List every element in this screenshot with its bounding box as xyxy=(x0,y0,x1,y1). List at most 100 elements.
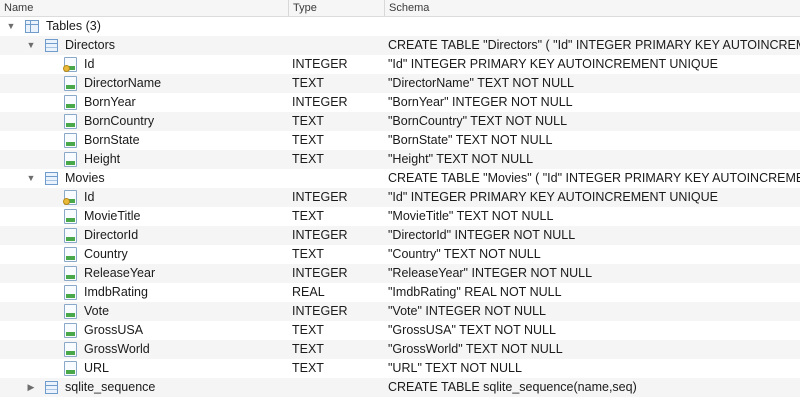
schema-tree: ▼ Tables (3) ▼ Directors CREATE TABLE "Direc… xyxy=(0,17,800,397)
field-icon xyxy=(64,114,77,129)
field-row-movietitle[interactable]: MovieTitle TEXT "MovieTitle" TEXT NOT NULL xyxy=(0,207,800,226)
field-row-grossworld[interactable]: GrossWorld TEXT "GrossWorld" TEXT NOT NULL xyxy=(0,340,800,359)
table-name: sqlite_sequence xyxy=(65,380,156,394)
type-cell: INTEGER xyxy=(292,95,348,109)
schema-cell: CREATE TABLE "Movies" ( "Id" INTEGER PRI… xyxy=(388,171,800,185)
column-header-type[interactable]: Type xyxy=(288,0,384,16)
schema-cell: "Id" INTEGER PRIMARY KEY AUTOINCREMENT U… xyxy=(388,190,719,204)
key-field-icon xyxy=(63,57,77,72)
type-cell: INTEGER xyxy=(292,228,348,242)
table-icon xyxy=(45,39,58,52)
field-row-url[interactable]: URL TEXT "URL" TEXT NOT NULL xyxy=(0,359,800,378)
schema-cell: "ReleaseYear" INTEGER NOT NULL xyxy=(388,266,593,280)
field-icon xyxy=(64,247,77,262)
type-cell: TEXT xyxy=(292,152,324,166)
type-cell: TEXT xyxy=(292,361,324,375)
field-row-id[interactable]: Id INTEGER "Id" INTEGER PRIMARY KEY AUTOIN… xyxy=(0,188,800,207)
field-name: Id xyxy=(84,190,95,204)
field-name: Height xyxy=(84,152,121,166)
field-name: DirectorName xyxy=(84,76,162,90)
field-name: BornState xyxy=(84,133,140,147)
field-name: Vote xyxy=(84,304,110,318)
field-icon xyxy=(64,361,77,376)
type-cell: TEXT xyxy=(292,76,324,90)
tables-icon xyxy=(25,20,39,33)
field-name: ImdbRating xyxy=(84,285,148,299)
schema-cell: "BornCountry" TEXT NOT NULL xyxy=(388,114,568,128)
field-name: GrossUSA xyxy=(84,323,144,337)
schema-cell: CREATE TABLE sqlite_sequence(name,seq) xyxy=(388,380,637,394)
field-row-height[interactable]: Height TEXT "Height" TEXT NOT NULL xyxy=(0,150,800,169)
schema-cell: "GrossUSA" TEXT NOT NULL xyxy=(388,323,556,337)
field-name: BornCountry xyxy=(84,114,155,128)
table-icon xyxy=(45,381,58,394)
field-row-releaseyear[interactable]: ReleaseYear INTEGER "ReleaseYear" INTEGER … xyxy=(0,264,800,283)
field-row-vote[interactable]: Vote INTEGER "Vote" INTEGER NOT NULL xyxy=(0,302,800,321)
schema-cell: "DirectorId" INTEGER NOT NULL xyxy=(388,228,576,242)
schema-cell: "MovieTitle" TEXT NOT NULL xyxy=(388,209,554,223)
type-cell: TEXT xyxy=(292,342,324,356)
field-name: ReleaseYear xyxy=(84,266,156,280)
schema-cell: "BornYear" INTEGER NOT NULL xyxy=(388,95,573,109)
type-cell: TEXT xyxy=(292,323,324,337)
table-row-directors[interactable]: ▼ Directors CREATE TABLE "Directors" ( "Id… xyxy=(0,36,800,55)
table-row-movies[interactable]: ▼ Movies CREATE TABLE "Movies" ( "Id" INTE… xyxy=(0,169,800,188)
field-icon xyxy=(64,209,77,224)
schema-cell: "GrossWorld" TEXT NOT NULL xyxy=(388,342,563,356)
table-name: Movies xyxy=(65,171,105,185)
field-icon xyxy=(64,342,77,357)
schema-cell: "Height" TEXT NOT NULL xyxy=(388,152,534,166)
field-name: Country xyxy=(84,247,128,261)
tables-root-label: Tables (3) xyxy=(46,19,101,33)
field-row-borncountry[interactable]: BornCountry TEXT "BornCountry" TEXT NOT NU… xyxy=(0,112,800,131)
field-row-directorid[interactable]: DirectorId INTEGER "DirectorId" INTEGER NO… xyxy=(0,226,800,245)
field-row-grossusa[interactable]: GrossUSA TEXT "GrossUSA" TEXT NOT NULL xyxy=(0,321,800,340)
table-name: Directors xyxy=(65,38,116,52)
field-icon xyxy=(64,323,77,338)
table-row-sqlite-sequence[interactable]: ▶ sqlite_sequence CREATE TABLE sqlite_sequ… xyxy=(0,378,800,397)
schema-cell: "ImdbRating" REAL NOT NULL xyxy=(388,285,562,299)
column-header-name[interactable]: Name xyxy=(4,2,34,14)
triangle-down-icon[interactable]: ▼ xyxy=(26,173,36,183)
triangle-down-icon[interactable]: ▼ xyxy=(26,40,36,50)
schema-cell: "Country" TEXT NOT NULL xyxy=(388,247,541,261)
schema-cell: "BornState" TEXT NOT NULL xyxy=(388,133,553,147)
triangle-right-icon[interactable]: ▶ xyxy=(27,382,35,392)
type-cell: TEXT xyxy=(292,114,324,128)
field-row-imdbrating[interactable]: ImdbRating REAL "ImdbRating" REAL NOT NULL xyxy=(0,283,800,302)
field-icon xyxy=(64,76,77,91)
field-icon xyxy=(64,228,77,243)
type-cell: INTEGER xyxy=(292,266,348,280)
field-name: DirectorId xyxy=(84,228,139,242)
field-row-id[interactable]: Id INTEGER "Id" INTEGER PRIMARY KEY AUTOIN… xyxy=(0,55,800,74)
field-row-directorname[interactable]: DirectorName TEXT "DirectorName" TEXT NOT … xyxy=(0,74,800,93)
field-row-bornstate[interactable]: BornState TEXT "BornState" TEXT NOT NULL xyxy=(0,131,800,150)
schema-cell: "DirectorName" TEXT NOT NULL xyxy=(388,76,575,90)
field-row-country[interactable]: Country TEXT "Country" TEXT NOT NULL xyxy=(0,245,800,264)
field-name: Id xyxy=(84,57,95,71)
field-name: URL xyxy=(84,361,110,375)
table-icon xyxy=(45,172,58,185)
type-cell: TEXT xyxy=(292,247,324,261)
schema-cell: "URL" TEXT NOT NULL xyxy=(388,361,522,375)
schema-cell: "Vote" INTEGER NOT NULL xyxy=(388,304,546,318)
type-cell: INTEGER xyxy=(292,57,348,71)
type-cell: INTEGER xyxy=(292,190,348,204)
key-field-icon xyxy=(63,190,77,205)
schema-cell: CREATE TABLE "Directors" ( "Id" INTEGER … xyxy=(388,38,800,52)
type-cell: INTEGER xyxy=(292,304,348,318)
triangle-down-icon[interactable]: ▼ xyxy=(6,21,16,31)
column-header: Name Type Schema xyxy=(0,0,800,17)
field-name: GrossWorld xyxy=(84,342,150,356)
field-icon xyxy=(64,133,77,148)
type-cell: REAL xyxy=(292,285,325,299)
type-cell: TEXT xyxy=(292,133,324,147)
column-header-schema[interactable]: Schema xyxy=(384,0,800,16)
type-cell: TEXT xyxy=(292,209,324,223)
field-icon xyxy=(64,266,77,281)
schema-cell: "Id" INTEGER PRIMARY KEY AUTOINCREMENT U… xyxy=(388,57,719,71)
tables-root-row[interactable]: ▼ Tables (3) xyxy=(0,17,800,36)
field-icon xyxy=(64,285,77,300)
field-name: MovieTitle xyxy=(84,209,141,223)
